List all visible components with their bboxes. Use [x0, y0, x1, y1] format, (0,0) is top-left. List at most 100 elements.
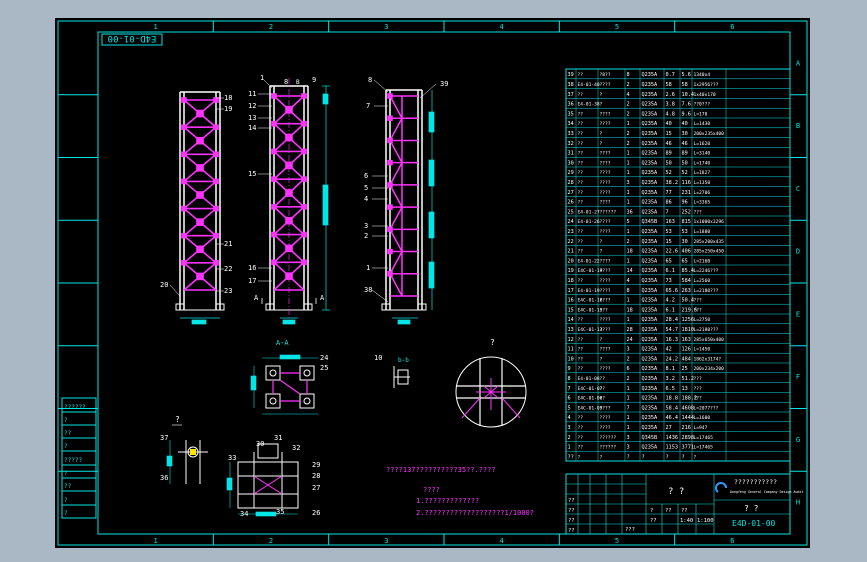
bom-cell: ???	[694, 307, 703, 313]
zone-col-label: 4	[500, 537, 504, 545]
circle-detail-view: ?	[455, 338, 527, 428]
bom-cell: 13	[682, 386, 688, 392]
technical-notes: ????137??????????35??.???? ???? 1.??????…	[386, 466, 534, 517]
bom-cell: 53	[682, 229, 688, 235]
left-elevation-view: 18 19 21 22 23 20	[160, 91, 232, 325]
bom-cell: ???	[694, 298, 703, 304]
bom-header-cell: ?	[578, 454, 581, 460]
bom-cell: E4-01-22	[578, 258, 600, 264]
bom-cell: 1	[627, 396, 630, 402]
bom-cell: Q235A	[642, 72, 658, 78]
bom-cell: 584	[682, 278, 691, 284]
bom-cell: 2898	[682, 435, 695, 441]
bom-cell: 14	[568, 317, 574, 323]
bom-cell: ????	[600, 425, 611, 431]
bom-cell: 28	[627, 327, 633, 333]
bom-cell: ?	[600, 249, 603, 255]
bom-cell: 40	[682, 121, 688, 127]
bom-cell: 200x235x400	[694, 131, 725, 137]
bom-cell: L=2560	[694, 278, 711, 284]
bom-cell: 2	[627, 356, 630, 362]
zone-row-label: G	[796, 436, 800, 444]
bom-cell: 263	[682, 288, 691, 294]
bom-cell: 58	[666, 82, 672, 88]
bom-cell: ??	[578, 347, 584, 353]
bom-cell: 58	[682, 82, 688, 88]
callout: 1	[366, 264, 370, 272]
bom-cell: 1	[627, 160, 630, 166]
callout: 39	[440, 80, 448, 88]
bom-cell: 1	[627, 151, 630, 157]
callout: 8	[368, 76, 372, 84]
bom-cell: 3	[627, 180, 630, 186]
revision-label: ?????	[64, 457, 82, 464]
bom-cell: 5	[568, 405, 571, 411]
bom-cell: L=2160	[694, 258, 711, 264]
bom-cell: 36	[568, 102, 574, 108]
bom-cell: 51.2	[682, 376, 695, 382]
bom-cell: L=1600	[694, 415, 711, 421]
callout: 33	[228, 454, 236, 462]
bom-cell: Q235A	[642, 347, 658, 353]
bom-cell: 39	[568, 72, 574, 78]
bom-cell: L=1827	[694, 170, 711, 176]
bom-cell: ????	[600, 111, 611, 117]
revision-label: ?	[64, 497, 68, 504]
bom-header-cell: ?	[666, 454, 669, 460]
bom-cell: 2	[627, 376, 630, 382]
bom-cell: 7	[666, 209, 669, 215]
bom-cell: L=3140	[694, 151, 711, 157]
bom-cell: ????	[600, 258, 611, 264]
bom-cell: 30	[682, 239, 688, 245]
bom-cell: E4C-01-13	[578, 327, 603, 333]
tb-head: ?	[650, 508, 653, 514]
bom-cell: 16.3	[666, 337, 679, 343]
zone-row-label: E	[796, 310, 800, 318]
bom-cell: ????	[600, 327, 611, 333]
bom-cell: 815	[682, 219, 691, 225]
bom-cell: 8.1	[666, 366, 675, 372]
bom-cell: 4.8	[666, 111, 675, 117]
bom-cell: Q235A	[642, 258, 658, 264]
bom-cell: 50	[682, 160, 688, 166]
bom-cell: ????	[600, 288, 611, 294]
bom-cell: 18	[627, 249, 633, 255]
bom-cell: ?	[600, 141, 603, 147]
bom-cell: Q235A	[642, 278, 658, 284]
note-line-2: 2.???????????????????1/1000?	[416, 509, 534, 517]
bom-cell: Q235A	[642, 102, 658, 108]
bom-cell: E4-01-19	[578, 288, 600, 294]
bom-cell: ???	[694, 376, 703, 382]
bom-cell: ??	[578, 72, 584, 78]
callout: 2	[364, 232, 368, 240]
bom-cell: 188.2	[682, 396, 698, 402]
bom-cell: ????	[600, 121, 611, 127]
stamp-text: E4D-01-00	[108, 33, 157, 43]
bom-cell: Q235A	[642, 268, 658, 274]
tb-code: ??	[568, 528, 575, 534]
bom-cell: 10	[568, 356, 574, 362]
callout: 29	[312, 461, 320, 469]
bom-cell: 36	[627, 209, 633, 215]
bom-cell: ??	[600, 386, 606, 392]
bom-cell: ????	[600, 268, 611, 274]
bom-cell: 40	[666, 121, 672, 127]
revision-label: ?	[64, 470, 68, 477]
bom-cell: 1	[627, 258, 630, 264]
bom-cell: Q235A	[642, 386, 658, 392]
bom-cell: ??	[578, 366, 584, 372]
bom-cell: ??	[578, 356, 584, 362]
bom-cell: 53	[666, 229, 672, 235]
bom-cell: ????	[600, 229, 611, 235]
bom-header-cell: ?	[682, 454, 685, 460]
detail-marker: ?	[490, 338, 495, 347]
bom-cell: 34	[568, 121, 574, 127]
zone-col-label: 4	[500, 23, 504, 31]
bom-cell: 65	[666, 258, 672, 264]
bom-cell: 20	[568, 258, 574, 264]
bom-cell: 2	[627, 239, 630, 245]
bom-cell: ??	[578, 160, 584, 166]
bom-cell: ???	[694, 396, 703, 402]
bom-cell: 4	[568, 415, 571, 421]
